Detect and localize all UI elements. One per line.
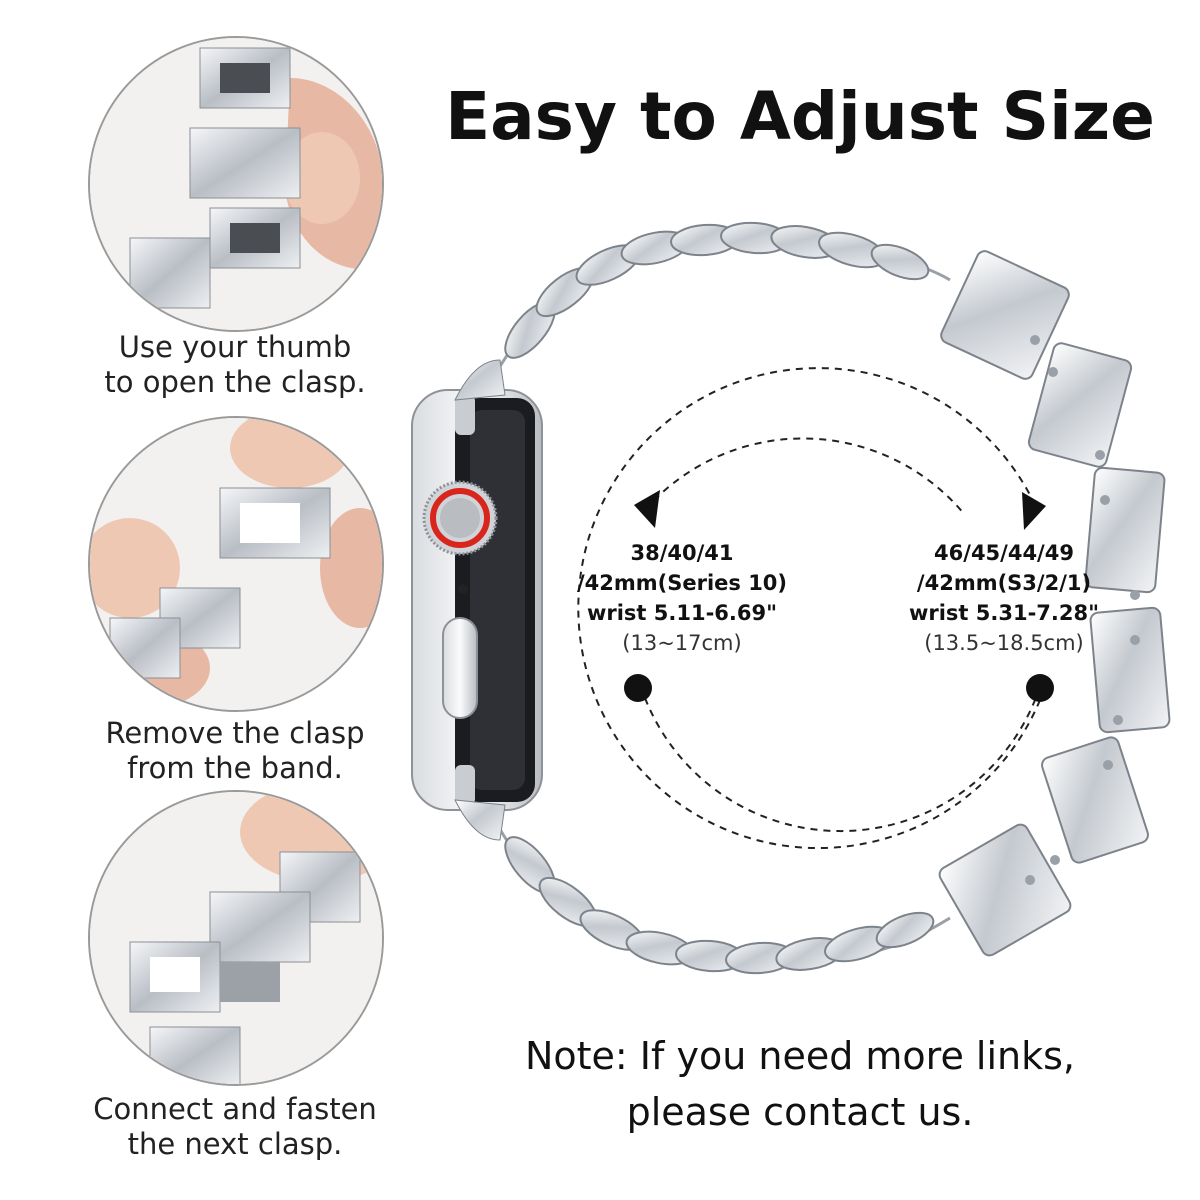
- page-title: Easy to Adjust Size: [445, 78, 1155, 155]
- size-small-line3: wrist 5.11-6.69": [586, 601, 778, 625]
- dot-icon: [1026, 674, 1054, 702]
- arrow-icon: [577, 367, 1041, 850]
- step-2-caption-line2: from the band.: [127, 751, 343, 785]
- size-large: 46/45/44/49 /42mm(S3/2/1) wrist 5.31-7.2…: [889, 538, 1119, 658]
- size-large-line4: (13.5~18.5cm): [924, 631, 1084, 655]
- step-2-caption-line1: Remove the clasp: [105, 716, 365, 750]
- watch-icon: [411, 359, 543, 841]
- step-1-image: [88, 36, 384, 332]
- note-text: Note: If you need more links, please con…: [450, 1028, 1150, 1140]
- arrow-icon: [634, 490, 660, 528]
- size-small: 38/40/41 /42mm(Series 10) wrist 5.11-6.6…: [567, 538, 797, 658]
- step-3-caption-line1: Connect and fasten: [93, 1092, 377, 1126]
- band-icon: [493, 221, 1171, 975]
- size-large-line3: wrist 5.31-7.28": [908, 601, 1100, 625]
- step-1-caption-line2: to open the clasp.: [104, 365, 366, 399]
- step-1-caption: Use your thumb to open the clasp.: [60, 330, 410, 400]
- clasp-icon: [90, 38, 382, 330]
- size-small-line4: (13~17cm): [622, 631, 742, 655]
- step-3-caption: Connect and fasten the next clasp.: [60, 1092, 410, 1162]
- step-3-caption-line2: the next clasp.: [127, 1127, 343, 1161]
- step-2-image: [88, 416, 384, 712]
- note-line2: please contact us.: [626, 1090, 974, 1134]
- dot-icon: [624, 674, 652, 702]
- size-small-line1: 38/40/41: [630, 541, 734, 565]
- step-2-caption: Remove the clasp from the band.: [60, 716, 410, 786]
- step-1-caption-line1: Use your thumb: [118, 330, 352, 364]
- size-small-line2: /42mm(Series 10): [576, 571, 788, 595]
- size-large-line2: /42mm(S3/2/1): [916, 571, 1092, 595]
- clasp-icon: [90, 792, 382, 1084]
- arrow-icon: [1022, 492, 1046, 530]
- size-large-line1: 46/45/44/49: [934, 541, 1074, 565]
- clasp-icon: [90, 418, 382, 710]
- note-line1: Note: If you need more links,: [524, 1034, 1076, 1078]
- step-3-image: [88, 790, 384, 1086]
